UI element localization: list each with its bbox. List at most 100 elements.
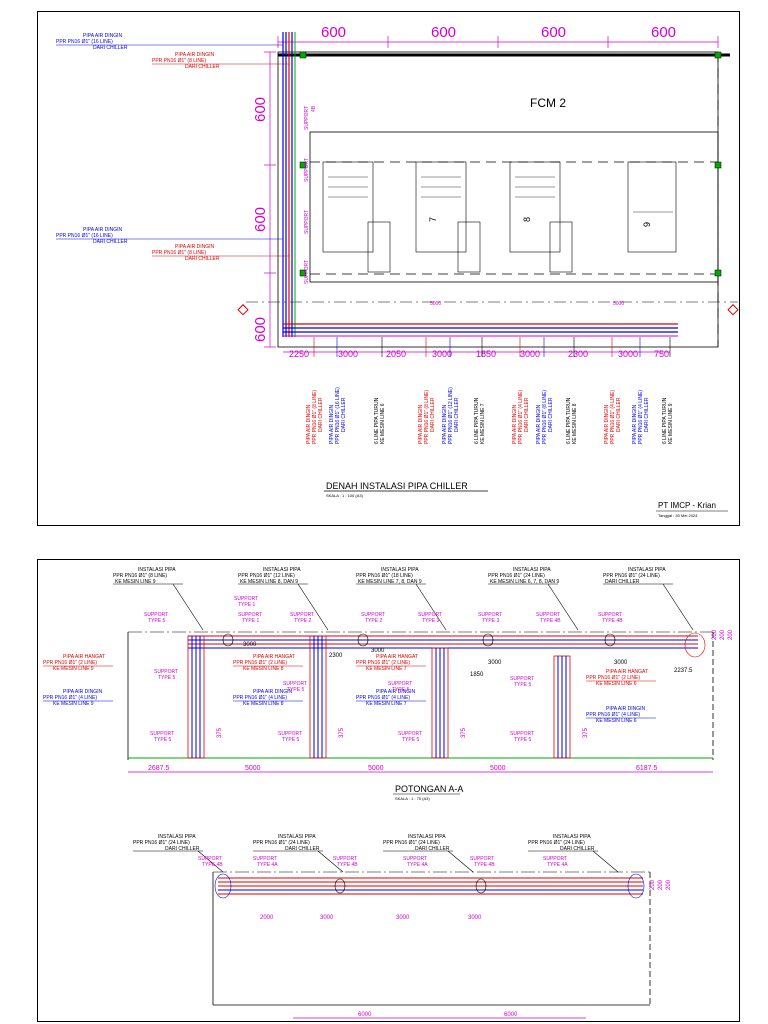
vertical-label-10-l2: PPR PN16 Ø1" (4 LINE) bbox=[638, 390, 644, 444]
sec-support-callout-8-l1: SUPPORT bbox=[536, 612, 560, 618]
vertical-label-1-l2: PPR PN16 Ø1" (16 LINE) bbox=[335, 387, 341, 444]
sec-support-callout-10-l1: SUPPORT bbox=[510, 676, 534, 682]
sec-support-callout-13-l2: TYPE 5 bbox=[392, 687, 409, 693]
vertical-label-9-l1: PIPA AIR DINGIN bbox=[604, 405, 610, 444]
bottom-dim-9: 750 bbox=[654, 349, 669, 359]
plan-sheet: 600 600 600 600 600 600 600 SUPPORT 4B S… bbox=[37, 11, 740, 526]
svg-text:PIPA AIR DINGIN: PIPA AIR DINGIN bbox=[175, 52, 214, 58]
svg-text:PPR PN16 Ø1" (8 LINE): PPR PN16 Ø1" (8 LINE) bbox=[152, 58, 206, 64]
sec-right-dim-1: 200 bbox=[712, 629, 718, 640]
inner-dim-2: 5000 bbox=[613, 301, 624, 307]
left-dim-1: 600 bbox=[252, 97, 269, 122]
sec2-top-callout-0-l3: DARI CHILLER bbox=[165, 846, 200, 852]
sec2-top-callout-3-l1: INSTALASI PIPA bbox=[553, 834, 591, 840]
svg-text:DARI CHILLER: DARI CHILLER bbox=[185, 64, 220, 70]
section-sheet: 3000 2300 3000 1850 3000 3000 2237.5 200… bbox=[37, 559, 740, 1022]
vertical-label-10-l3: DARI CHILLER bbox=[644, 397, 650, 432]
sec2-support-callout-5-l2: TYPE 4A bbox=[547, 862, 568, 868]
sec-top-callout-2-l1: INSTALASI PIPA bbox=[381, 567, 419, 573]
sec-inner-dim-6: 3000 bbox=[614, 660, 628, 666]
sec2-top-callout-0-l1: INSTALASI PIPA bbox=[158, 834, 196, 840]
plan-callout-1: PIPA AIR DINGIN PPR PN16 Ø1" (16 LINE) D… bbox=[56, 33, 128, 51]
svg-text:PPR PN16 Ø1" (8 LINE): PPR PN16 Ø1" (8 LINE) bbox=[152, 250, 206, 256]
sec-bottom-dim-4: 5000 bbox=[490, 765, 506, 772]
plan-title: DENAH INSTALASI PIPA CHILLER bbox=[326, 481, 468, 491]
section-scale: SKALA : 1 : 75 (A3) bbox=[395, 796, 430, 801]
room-label-fcm2: FCM 2 bbox=[530, 96, 566, 110]
machine-label-8: 8 bbox=[522, 217, 532, 222]
sec-support-callout-6-l1: SUPPORT bbox=[418, 612, 442, 618]
sec2-right-dim-2: 200 bbox=[658, 879, 664, 890]
sec-support-callout-10-l2: TYPE 5 bbox=[514, 682, 531, 688]
sec-side-callout-5-l1: PIPA AIR DINGIN bbox=[376, 689, 415, 695]
bottom-dim-3: 2050 bbox=[386, 349, 406, 359]
svg-text:PPR PN16 Ø1" (16 LINE): PPR PN16 Ø1" (16 LINE) bbox=[56, 39, 113, 45]
sec-support-callout-9-l1: SUPPORT bbox=[598, 612, 622, 618]
sec2-right-dim-3: 200 bbox=[666, 879, 672, 890]
sec-support-callout-14-l1: SUPPORT bbox=[398, 731, 422, 737]
sec-side-callout-1-l2: PPR PN16 Ø1" (4 LINE) bbox=[43, 695, 97, 701]
sec-side-callout-2-l2: PPR PN16 Ø1" (2 LINE) bbox=[233, 660, 287, 666]
fcm-room bbox=[309, 131, 719, 283]
vertical-label-6-l1: PIPA AIR DINGIN bbox=[512, 405, 518, 444]
sec-inner-dim-2: 2300 bbox=[329, 653, 343, 659]
bottom-dim-1: 2250 bbox=[289, 349, 309, 359]
support-4b-label: 4B bbox=[311, 105, 317, 112]
sec2-top-callout-2-l3: DARI CHILLER bbox=[415, 846, 450, 852]
sec2-top-callout-1-l3: DARI CHILLER bbox=[285, 846, 320, 852]
section-marker-left bbox=[237, 304, 249, 316]
vertical-label-7-l2: PPR PN16 Ø1" (8 LINE) bbox=[542, 390, 548, 444]
sec-support-callout-6-l2: TYPE 3 bbox=[422, 618, 439, 624]
sec2-support-callout-2-l2: TYPE 4B bbox=[337, 862, 358, 868]
sec-side-callout-5-l2: PPR PN16 Ø1" (4 LINE) bbox=[356, 695, 410, 701]
top-dim-2: 600 bbox=[431, 24, 456, 41]
sec-support-callout-1-l1: SUPPORT bbox=[144, 612, 168, 618]
sec-support-callout-11-l1: SUPPORT bbox=[283, 681, 307, 687]
bottom-pipe-run bbox=[283, 323, 678, 337]
plan-callout-2: PIPA AIR DINGIN PPR PN16 Ø1" (8 LINE) DA… bbox=[152, 52, 220, 70]
sec2-inner-dim-2: 3000 bbox=[320, 915, 334, 921]
sec-support-callout-9-l2: TYPE 4B bbox=[602, 618, 623, 624]
sec-support-callout-15-l1: SUPPORT bbox=[510, 731, 534, 737]
sec-top-callout-1-l3: KE MESIN LINE 8, DAN 9 bbox=[240, 579, 298, 585]
sec-support-callout-16-l2: TYPE 5 bbox=[154, 737, 171, 743]
section2-pipe-bundle bbox=[218, 877, 643, 895]
vertical-label-6-l3: DARI CHILLER bbox=[524, 397, 530, 432]
sec-support-callout-0-l1: SUPPORT bbox=[234, 596, 258, 602]
vertical-label-11-l2: KE MESIN LINE 9 bbox=[668, 403, 674, 444]
sec2-inner-dim-4: 3000 bbox=[468, 915, 482, 921]
section-pipe-bundle bbox=[188, 635, 698, 649]
sec-side-callout-5-l3: KE MESIN LINE 7 bbox=[366, 701, 407, 707]
sec-inner-dim-7: 2237.5 bbox=[674, 668, 693, 674]
top-dim-4: 600 bbox=[651, 24, 676, 41]
svg-text:PIPA AIR DINGIN: PIPA AIR DINGIN bbox=[175, 244, 214, 250]
sec2-support-callout-3-l1: SUPPORT bbox=[403, 856, 427, 862]
top-dim-3: 600 bbox=[541, 24, 566, 41]
sec-side-callout-1-l3: KE MESIN LINE 9 bbox=[53, 701, 94, 707]
sec-support-callout-3-l2: TYPE 1 bbox=[242, 618, 259, 624]
sec-support-callout-2-l2: TYPE 5 bbox=[158, 675, 175, 681]
sec2-right-dim-1: 200 bbox=[650, 879, 656, 890]
sec-height-dim-4: 375 bbox=[583, 727, 589, 738]
top-dim-1: 600 bbox=[321, 24, 346, 41]
sec-support-callout-13-l1: SUPPORT bbox=[388, 681, 412, 687]
sec2-bottom-dim-2: 6000 bbox=[504, 1012, 518, 1018]
pipe-drops bbox=[187, 635, 571, 759]
vertical-label-4-l3: DARI CHILLER bbox=[454, 397, 460, 432]
vertical-label-6-l2: PPR PN16 Ø1" (4 LINE) bbox=[518, 390, 524, 444]
vertical-label-0-l1: PIPA AIR DINGIN bbox=[306, 405, 312, 444]
svg-text:DARI CHILLER: DARI CHILLER bbox=[93, 45, 128, 51]
sec-support-callout-4-l1: SUPPORT bbox=[290, 612, 314, 618]
svg-text:DARI CHILLER: DARI CHILLER bbox=[93, 239, 128, 245]
sec-height-dim-2: 375 bbox=[339, 727, 345, 738]
vertical-label-10-l1: PIPA AIR DINGIN bbox=[632, 405, 638, 444]
sec2-support-callout-0-l1: SUPPORT bbox=[198, 856, 222, 862]
sec-top-callout-4-l2: PPR PN16 Ø1" (24 LINE) bbox=[603, 573, 660, 579]
support-label-4: SUPPORT bbox=[304, 260, 310, 284]
pipe-ovals bbox=[222, 632, 706, 658]
left-dim-2: 600 bbox=[252, 207, 269, 232]
vertical-label-9-l3: DARI CHILLER bbox=[616, 397, 622, 432]
section-drawing: 3000 2300 3000 1850 3000 3000 2237.5 200… bbox=[43, 567, 734, 1019]
